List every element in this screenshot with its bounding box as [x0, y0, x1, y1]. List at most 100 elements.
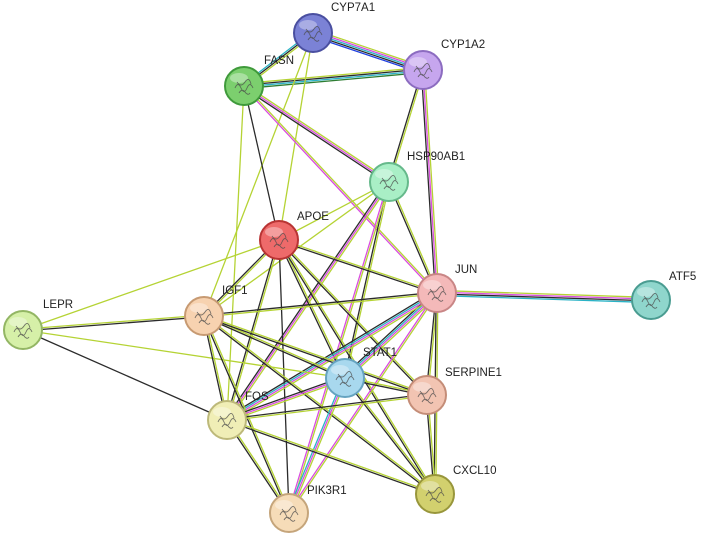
edge-lepr-igf1[interactable] [22, 314, 205, 332]
edge-line-textmining [424, 69, 440, 294]
edge-igf1-serpine1[interactable] [203, 314, 428, 397]
edge-line-textmining [203, 314, 428, 395]
node-label: STAT1 [363, 347, 397, 359]
edge-jun-atf5[interactable] [436, 289, 652, 304]
edge-hsp90ab1-jun[interactable] [387, 181, 439, 294]
edge-fasn-jun[interactable] [242, 84, 439, 295]
edge-line-coexpression [343, 377, 435, 496]
node-highlight [423, 280, 441, 290]
edge-stat1-fos[interactable] [225, 375, 347, 423]
edge-line-coexpression [22, 329, 228, 421]
edge-cyp7a1-apoe[interactable] [278, 32, 314, 241]
node-highlight [375, 169, 393, 179]
node-label: CYP7A1 [331, 2, 375, 14]
edge-line-textmining [243, 66, 424, 85]
edge-jun-igf1[interactable] [203, 291, 438, 318]
edge-line-textmining [203, 293, 438, 318]
edge-line-textmining [389, 181, 439, 294]
node-label: APOE [297, 211, 329, 223]
node-label: FOS [245, 391, 269, 403]
edge-line-coexpression [277, 239, 428, 397]
edge-line-coexpression [225, 290, 437, 419]
edge-line-experiments [242, 85, 438, 295]
node-circle [407, 375, 447, 415]
node-label: SERPINE1 [445, 367, 502, 379]
node-circle [293, 13, 333, 53]
node-label: ATF5 [669, 271, 696, 283]
protein-structure-icon [379, 175, 399, 191]
edge-line-textmining [289, 377, 348, 515]
node-jun[interactable]: JUN [417, 264, 477, 313]
edge-serpine1-fos[interactable] [226, 393, 428, 422]
node-label: HSP90AB1 [407, 151, 465, 163]
node-fasn[interactable]: FASN [224, 55, 294, 106]
node-lepr[interactable]: LEPR [3, 299, 73, 350]
edge-fasn-apoe[interactable] [243, 85, 280, 241]
node-circle [415, 474, 455, 514]
edge-line-experiments [226, 293, 439, 422]
node-highlight [409, 57, 427, 67]
edge-hsp90ab1-apoe[interactable] [278, 181, 390, 241]
edge-fos-cxcl10[interactable] [226, 418, 436, 496]
edge-line-databases [436, 294, 652, 304]
edge-apoe-lepr[interactable] [22, 239, 280, 331]
node-circle [417, 273, 457, 313]
node-stat1[interactable]: STAT1 [325, 347, 397, 398]
edge-line-textmining [226, 378, 347, 423]
edge-line-coexpression [203, 291, 438, 316]
node-fos[interactable]: FOS [207, 391, 269, 440]
edge-cyp1a2-jun[interactable] [420, 69, 440, 294]
edge-apoe-jun[interactable] [278, 238, 438, 295]
edge-line-coexpression [202, 316, 436, 496]
edge-line-textmining [278, 238, 429, 396]
node-cyp1a2[interactable]: CYP1A2 [403, 39, 485, 90]
node-circle [259, 220, 299, 260]
node-highlight [9, 317, 27, 327]
node-pik3r1[interactable]: PIK3R1 [269, 485, 347, 533]
node-igf1[interactable]: IGF1 [184, 285, 248, 336]
node-serpine1[interactable]: SERPINE1 [407, 367, 502, 415]
edge-fasn-cyp1a2[interactable] [243, 66, 424, 90]
node-cxcl10[interactable]: CXCL10 [415, 465, 496, 514]
edge-stat1-pik3r1[interactable] [286, 376, 348, 515]
edge-fasn-hsp90ab1[interactable] [242, 83, 391, 185]
node-circle [269, 493, 309, 533]
node-circle [403, 50, 443, 90]
edge-fasn-fos[interactable] [226, 85, 245, 421]
node-cyp7a1[interactable]: CYP7A1 [293, 2, 375, 53]
node-highlight [637, 287, 655, 297]
edge-lepr-stat1[interactable] [22, 329, 346, 379]
edge-stat1-cxcl10[interactable] [343, 376, 437, 496]
edge-line-textmining [278, 181, 390, 241]
node-hsp90ab1[interactable]: HSP90AB1 [369, 151, 465, 202]
edge-line-coexpression [243, 85, 280, 241]
edge-line-textmining [436, 289, 652, 299]
edge-hsp90ab1-pik3r1[interactable] [287, 181, 391, 514]
protein-structure-icon [217, 413, 237, 429]
node-circle [224, 66, 264, 106]
edge-line-databases [286, 376, 345, 513]
node-label: CXCL10 [453, 465, 496, 477]
node-circle [207, 400, 247, 440]
edge-line-experiments [288, 377, 346, 514]
edge-line-coexpression [226, 393, 428, 420]
edge-line-coexpression [278, 240, 438, 295]
protein-structure-icon [13, 323, 33, 339]
node-highlight [213, 407, 231, 417]
node-atf5[interactable]: ATF5 [631, 271, 696, 320]
protein-structure-icon [234, 79, 254, 95]
node-apoe[interactable]: APOE [259, 211, 329, 260]
protein-structure-icon [417, 388, 437, 404]
edge-igf1-cxcl10[interactable] [202, 314, 437, 496]
edge-jun-fos[interactable] [225, 290, 439, 423]
edge-line-databases [343, 291, 438, 379]
edge-cyp7a1-igf1[interactable] [203, 32, 314, 317]
protein-structure-icon [194, 309, 214, 325]
edge-jun-stat1[interactable] [342, 290, 440, 381]
edge-line-coexpression [436, 293, 652, 302]
edge-line-textmining [243, 84, 439, 294]
edge-lepr-fos[interactable] [22, 329, 228, 421]
edge-line-textmining [22, 314, 205, 330]
edge-apoe-serpine1[interactable] [277, 238, 429, 397]
